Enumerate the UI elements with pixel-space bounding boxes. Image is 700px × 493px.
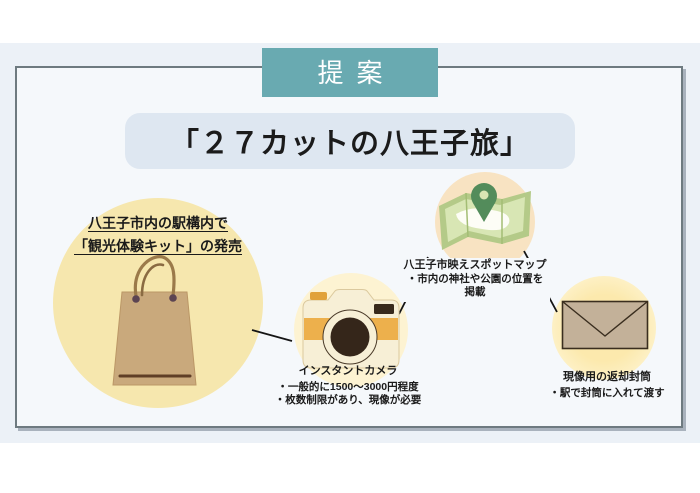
camera-caption-title: インスタントカメラ — [298, 365, 398, 377]
title-box: 「２７カットの八王子旅」 — [125, 113, 575, 169]
page-title: 「２７カットの八王子旅」 — [169, 128, 530, 160]
kit-description-line2: 「観光体験キット」の発売 — [74, 237, 242, 254]
envelope-icon — [561, 300, 649, 350]
camera-caption-bullet: ・一般的に1500〜3000円程度 — [277, 380, 419, 393]
shopping-bag-icon — [112, 255, 197, 386]
camera-caption: インスタントカメラ ・一般的に1500〜3000円程度 ・枚数制限があり、現像が… — [268, 365, 428, 408]
map-caption-title: 八王子市映えスポットマップ — [403, 259, 547, 271]
camera-caption-bullet: ・枚数制限があり、現像が必要 — [274, 394, 422, 406]
kit-description: 八王子市内の駅構内で 「観光体験キット」の発売 — [53, 212, 263, 257]
location-pin-icon — [471, 183, 497, 222]
instant-camera-icon — [302, 289, 400, 369]
map-icon — [439, 183, 531, 250]
kit-description-line1: 八王子市内の駅構内で — [88, 215, 228, 231]
map-caption-bullet: ・市内の神社や公園の位置を — [406, 272, 544, 285]
map-caption-bullet: 掲載 — [464, 286, 486, 298]
map-caption: 八王子市映えスポットマップ ・市内の神社や公園の位置を 掲載 — [400, 258, 550, 302]
envelope-caption-bullet: ・駅で封筒に入れて渡す — [549, 386, 665, 399]
connector-line-kit-camera — [251, 329, 293, 342]
section-header: 提案 — [262, 48, 438, 97]
envelope-caption-title: 現像用の返却封筒 — [563, 371, 651, 383]
envelope-caption: 現像用の返却封筒 ・駅で封筒に入れて渡す — [527, 371, 687, 400]
section-header-label: 提案 — [317, 57, 396, 88]
